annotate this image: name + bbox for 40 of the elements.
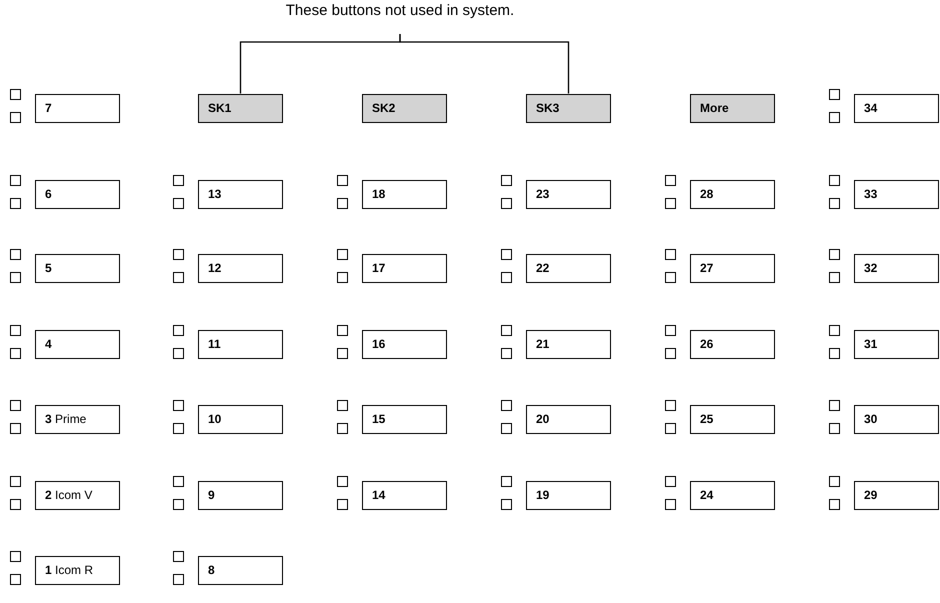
line-button: 16 [362, 330, 447, 358]
line-button: 34 [854, 94, 939, 122]
note-text: These buttons not used in system. [270, 2, 530, 19]
line-button: 12 [198, 254, 283, 282]
line-button: 30 [854, 404, 939, 434]
line-button: 11 [198, 330, 283, 358]
line-button: 4 [35, 330, 120, 358]
line-button: 26 [690, 330, 775, 358]
line-button: 32 [854, 254, 939, 282]
softkey-button: SK1 [198, 94, 283, 122]
line-button: 24 [690, 480, 775, 510]
line-button: 8 [198, 556, 283, 584]
line-button: 25 [690, 404, 775, 434]
line-button: 29 [854, 480, 939, 510]
line-button: 33 [854, 180, 939, 208]
line-button: 22 [526, 254, 611, 282]
line-button: 19 [526, 480, 611, 510]
line-button: 9 [198, 480, 283, 510]
line-button: 18 [362, 180, 447, 208]
line-button: 27 [690, 254, 775, 282]
line-button: 17 [362, 254, 447, 282]
softkey-button: More [690, 94, 775, 122]
softkey-button: SK3 [526, 94, 611, 122]
line-button: 5 [35, 254, 120, 282]
line-button: 10 [198, 404, 283, 434]
line-button: 20 [526, 404, 611, 434]
softkey-button: SK2 [362, 94, 447, 122]
line-button: 21 [526, 330, 611, 358]
line-button: 15 [362, 404, 447, 434]
line-button: 6 [35, 180, 120, 208]
line-button: 2 Icom V [35, 480, 120, 510]
line-button: 3 Prime [35, 404, 120, 434]
line-button: 13 [198, 180, 283, 208]
line-button: 28 [690, 180, 775, 208]
line-button: 23 [526, 180, 611, 208]
line-button: 7 [35, 94, 120, 122]
line-button: 1 Icom R [35, 556, 120, 584]
line-button: 31 [854, 330, 939, 358]
bracket-line [399, 34, 570, 94]
line-button: 14 [362, 480, 447, 510]
